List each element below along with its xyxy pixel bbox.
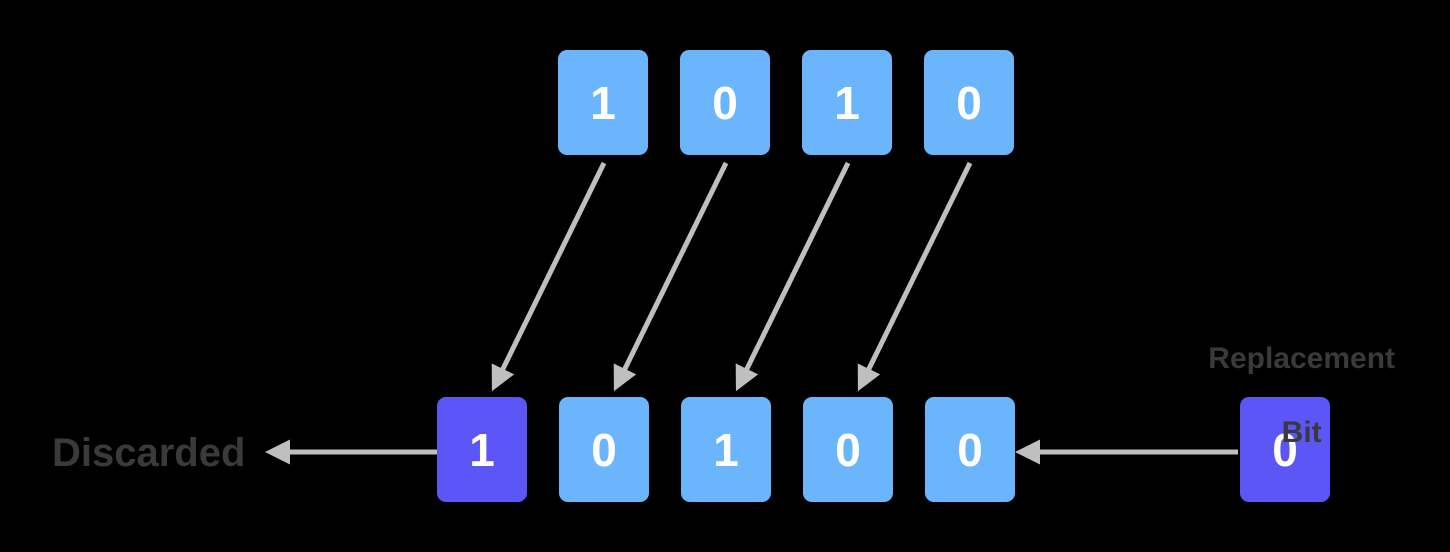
shift-arrow-2 [735,161,851,392]
register-bit-1-value: 0 [591,423,617,476]
register-bit-0: 1 [437,397,527,502]
incoming-bit-0: 1 [558,50,648,155]
replacement-bit-box-0: 0 [1240,397,1330,502]
register-bit-4-value: 0 [957,423,983,476]
register-bit-4: 0 [925,397,1015,502]
incoming-bit-1: 0 [680,50,770,155]
shift-arrow-0 [491,161,607,392]
incoming-bit-0-value: 1 [590,76,616,129]
shift-arrow-1 [613,161,729,392]
register-bit-2: 1 [681,397,771,502]
replacement-bit-box-0-value: 0 [1272,423,1298,476]
register-bit-0-value: 1 [469,423,495,476]
incoming-bit-3-value: 0 [956,76,982,129]
incoming-bit-3: 0 [924,50,1014,155]
shift-arrow-group [491,161,973,392]
discarded-label: Discarded [52,431,246,475]
incoming-bit-2: 1 [802,50,892,155]
register-bit-3: 0 [803,397,893,502]
shift-arrow-3 [857,161,973,392]
incoming-bit-1-value: 0 [712,76,738,129]
register-bit-3-value: 0 [835,423,861,476]
register-bit-1: 0 [559,397,649,502]
replacement-bit-label: Replacement Bit [1145,303,1425,488]
replacement-bit-label-line1: Replacement [1208,342,1396,375]
incoming-bit-2-value: 1 [834,76,860,129]
register-bit-2-value: 1 [713,423,739,476]
replacement-bit-label-line2: Bit [1281,416,1322,449]
